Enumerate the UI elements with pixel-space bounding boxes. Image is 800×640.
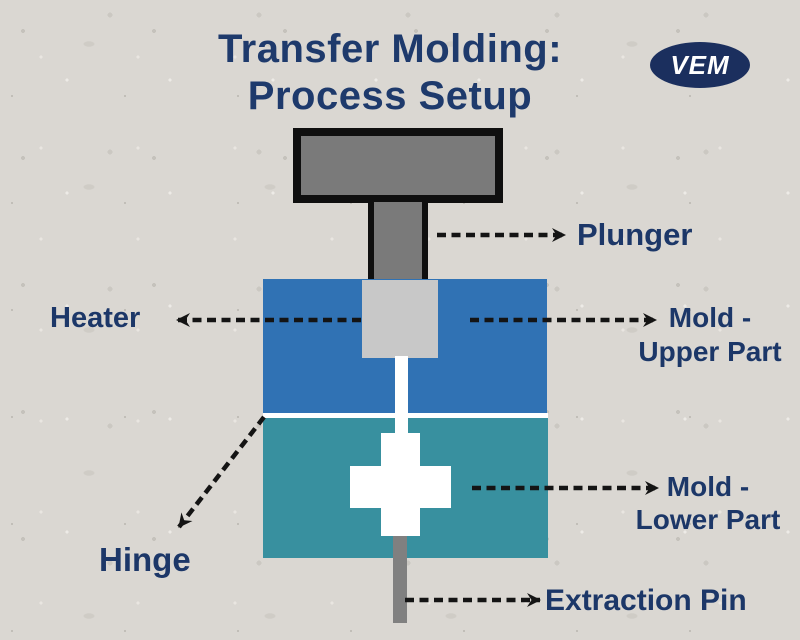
heater-label: Heater [50, 302, 141, 334]
mold-cavity-horizontal-shape [350, 466, 451, 508]
vem-logo-text: VEM [670, 49, 730, 80]
extraction-pin-shape [393, 536, 407, 623]
mold-lower-label: Mold - Lower Part [628, 470, 788, 536]
hinge-arrow [177, 415, 266, 529]
extraction-pin-label: Extraction Pin [545, 584, 747, 617]
vem-logo: VEM [650, 42, 750, 88]
mold-upper-label: Mold - Upper Part [630, 301, 790, 369]
mold-lower-label-line2: Lower Part [635, 504, 781, 535]
page-title-line2: Process Setup [247, 74, 533, 118]
plunger-label: Plunger [577, 217, 693, 252]
mold-lower-label-line1: Mold - [666, 471, 750, 502]
mold-upper-label-line1: Mold - [668, 302, 752, 333]
heater-shape [362, 280, 438, 358]
plunger-stem-shape [368, 202, 428, 281]
mold-upper-label-line2: Upper Part [638, 336, 782, 367]
plunger-head-shape [293, 128, 503, 203]
hinge-label: Hinge [99, 541, 191, 578]
page-title-line1: Transfer Molding: [217, 27, 563, 71]
page-title: Transfer Molding: Process Setup [0, 26, 780, 120]
